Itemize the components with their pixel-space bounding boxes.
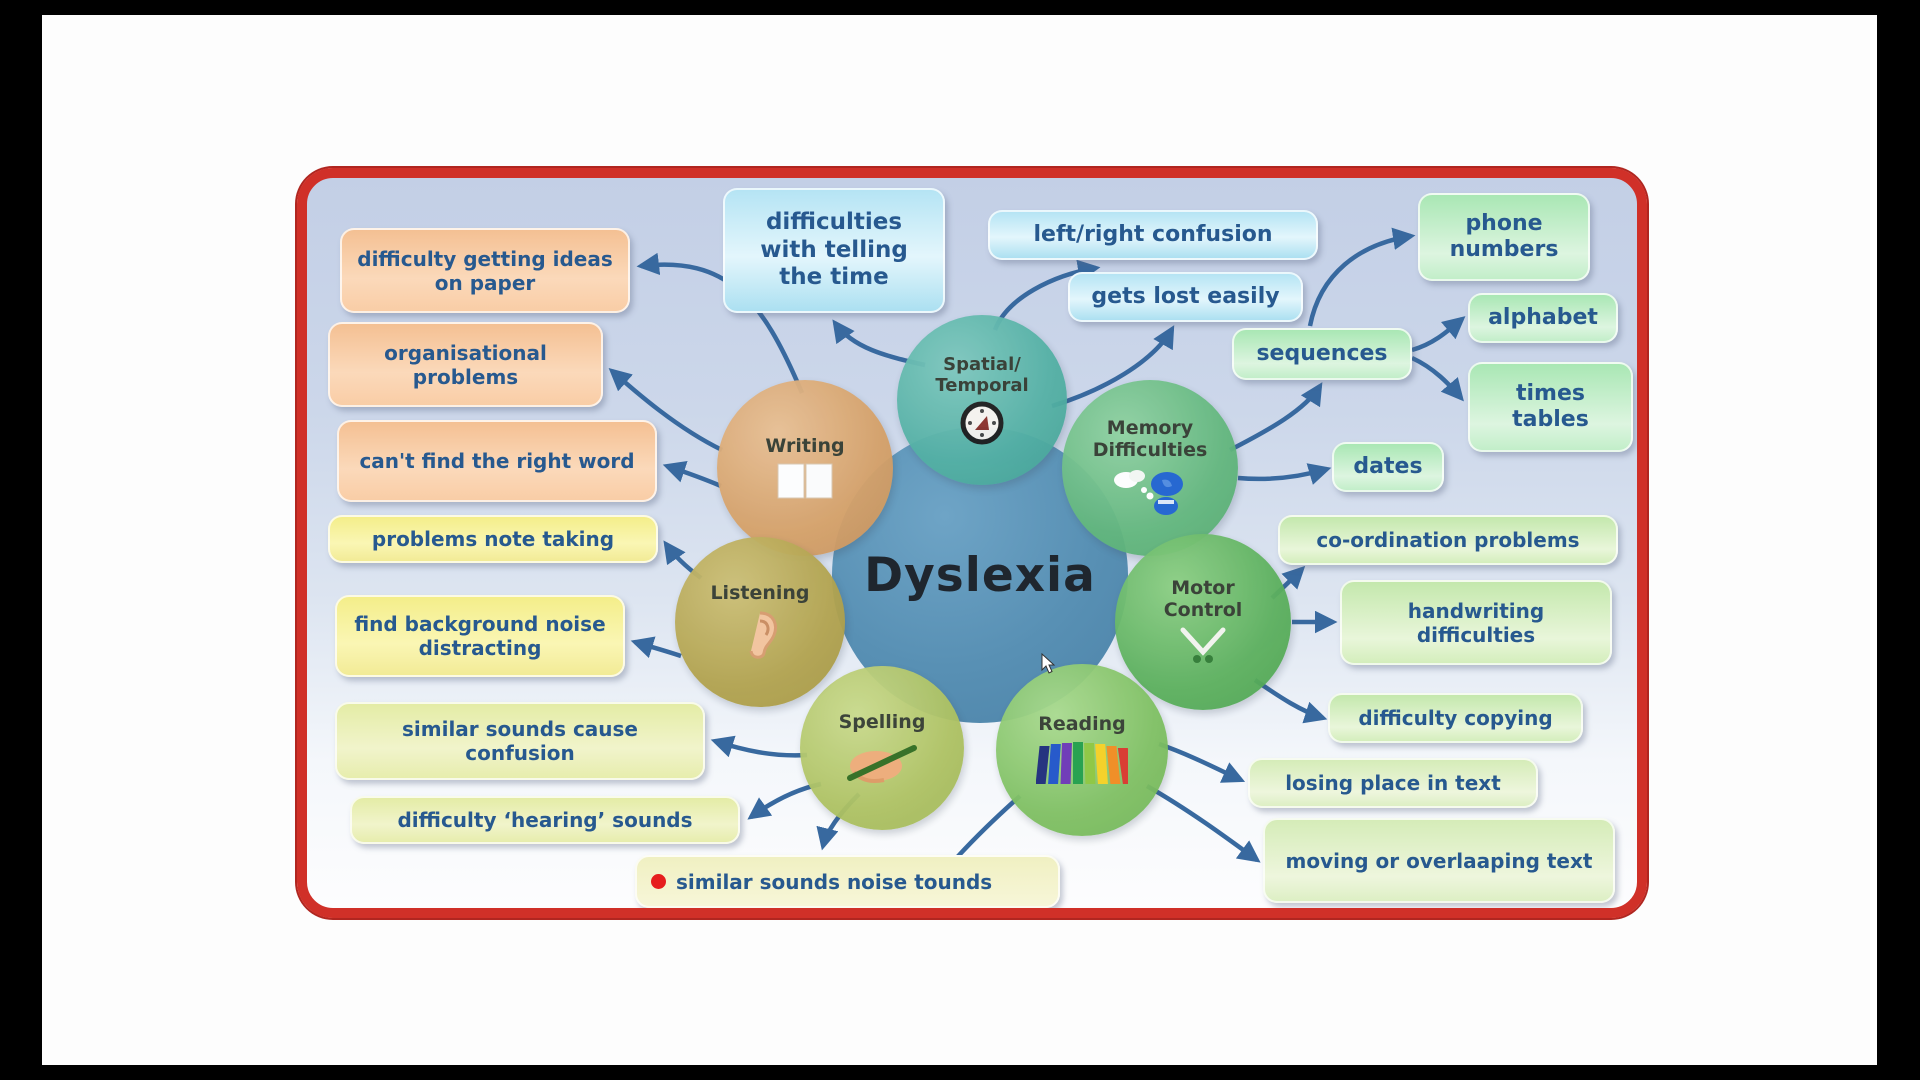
leaf-note-taking: problems note taking: [328, 515, 658, 563]
leaf-times-tables: times tables: [1468, 362, 1633, 452]
leaf-similar-sounds-confusion-label: similar sounds cause confusion: [402, 717, 638, 765]
leaf-alphabet-label: alphabet: [1488, 304, 1598, 330]
node-spatial-temporal-label: Spatial/ Temporal: [935, 354, 1029, 396]
leaf-dates: dates: [1332, 442, 1444, 492]
leaf-background-noise-label: find background noise distracting: [354, 612, 606, 660]
mouse-cursor-icon: [1040, 652, 1056, 679]
node-spatial-temporal: Spatial/ Temporal: [897, 315, 1067, 485]
paper-icon: [777, 463, 833, 499]
arrow-spelling-to-confusion: [710, 735, 808, 758]
node-reading: Reading: [996, 664, 1168, 836]
leaf-coordination-label: co-ordination problems: [1316, 528, 1580, 552]
leaf-handwriting-label: handwriting difficulties: [1407, 598, 1545, 647]
leaf-background-noise: find background noise distracting: [335, 595, 625, 677]
arrow-memory-to-dates: [1237, 463, 1332, 485]
hand-pencil-icon: [847, 744, 917, 783]
leaf-losing-place: losing place in text: [1248, 758, 1538, 808]
leaf-similar-sounds-confusion: similar sounds cause confusion: [335, 702, 705, 780]
leaf-sequences-label: sequences: [1256, 340, 1388, 366]
thought-elephant-icon: [1114, 469, 1183, 515]
leaf-left-right-confusion: left/right confusion: [988, 210, 1318, 260]
leaf-phone-numbers: phone numbers: [1418, 193, 1590, 281]
leaf-gets-lost: gets lost easily: [1068, 272, 1303, 322]
arrow-reading-to-losing: [1158, 741, 1246, 783]
leaf-organisational-problems-label: organisational problems: [384, 340, 547, 389]
knitting-needles-icon: [1180, 627, 1226, 663]
leaf-losing-place-label: losing place in text: [1285, 771, 1501, 795]
leaf-left-right-confusion-label: left/right confusion: [1033, 221, 1273, 247]
node-writing: Writing: [717, 380, 893, 556]
leaf-times-tables-label: times tables: [1512, 380, 1589, 432]
leaf-noise-tounds: similar sounds noise tounds: [635, 855, 1060, 908]
arrow-motor-to-copying: [1253, 678, 1328, 724]
leaf-alphabet: alphabet: [1468, 293, 1618, 343]
arrow-listening-to-noise: [630, 636, 682, 659]
node-memory-label: Memory Difficulties: [1092, 417, 1208, 461]
leaf-moving-text-label: moving or overlaaping text: [1285, 848, 1593, 873]
books-icon: [1036, 741, 1128, 784]
node-motor: Motor Control: [1115, 534, 1291, 710]
mindmap-board: Dyslexia: [297, 168, 1647, 918]
leaf-noise-tounds-label: similar sounds noise tounds: [676, 869, 993, 894]
node-reading-label: Reading: [1038, 713, 1126, 736]
arrow-writing-to-word: [662, 461, 722, 489]
leaf-hearing-sounds-label: difficulty ‘hearing’ sounds: [397, 808, 693, 832]
central-title: Dyslexia: [864, 547, 1096, 603]
leaf-telling-time-label: difficulties with telling the time: [760, 209, 908, 291]
leaf-ideas-on-paper-label: difficulty getting ideas on paper: [357, 246, 613, 295]
leaf-coordination: co-ordination problems: [1278, 515, 1618, 565]
leaf-cant-find-word: can't find the right word: [337, 420, 657, 502]
arrow-reading-to-moving: [1145, 784, 1261, 863]
node-spelling: Spelling: [800, 666, 964, 830]
node-motor-label: Motor Control: [1163, 577, 1243, 621]
node-listening: Listening: [675, 537, 845, 707]
node-writing-label: Writing: [765, 435, 845, 458]
leaf-telling-time: difficulties with telling the time: [723, 188, 945, 313]
arrow-sequences-to-times: [1411, 355, 1464, 402]
slide: Dyslexia: [42, 15, 1877, 1065]
red-bullet-icon: [651, 874, 666, 889]
leaf-ideas-on-paper: difficulty getting ideas on paper: [340, 228, 630, 313]
node-memory: Memory Difficulties: [1062, 380, 1238, 556]
ear-icon: [749, 611, 777, 659]
arrow-memory-to-sequences: [1228, 382, 1323, 453]
node-spelling-label: Spelling: [838, 711, 926, 734]
leaf-copying: difficulty copying: [1328, 693, 1583, 743]
leaf-hearing-sounds: difficulty ‘hearing’ sounds: [350, 796, 740, 844]
compass-icon: [960, 401, 1004, 445]
leaf-handwriting: handwriting difficulties: [1340, 580, 1612, 665]
leaf-dates-label: dates: [1353, 453, 1423, 479]
arrow-sequences-to-phone: [1307, 227, 1416, 327]
leaf-moving-text: moving or overlaaping text: [1263, 818, 1615, 903]
leaf-cant-find-word-label: can't find the right word: [359, 449, 635, 473]
leaf-sequences: sequences: [1232, 328, 1412, 380]
leaf-copying-label: difficulty copying: [1358, 706, 1553, 730]
node-listening-label: Listening: [710, 582, 810, 605]
leaf-organisational-problems: organisational problems: [328, 322, 603, 407]
arrow-sequences-to-alphabet: [1411, 316, 1466, 353]
leaf-phone-numbers-label: phone numbers: [1449, 210, 1559, 262]
leaf-gets-lost-label: gets lost easily: [1091, 283, 1280, 309]
leaf-note-taking-label: problems note taking: [371, 527, 615, 551]
